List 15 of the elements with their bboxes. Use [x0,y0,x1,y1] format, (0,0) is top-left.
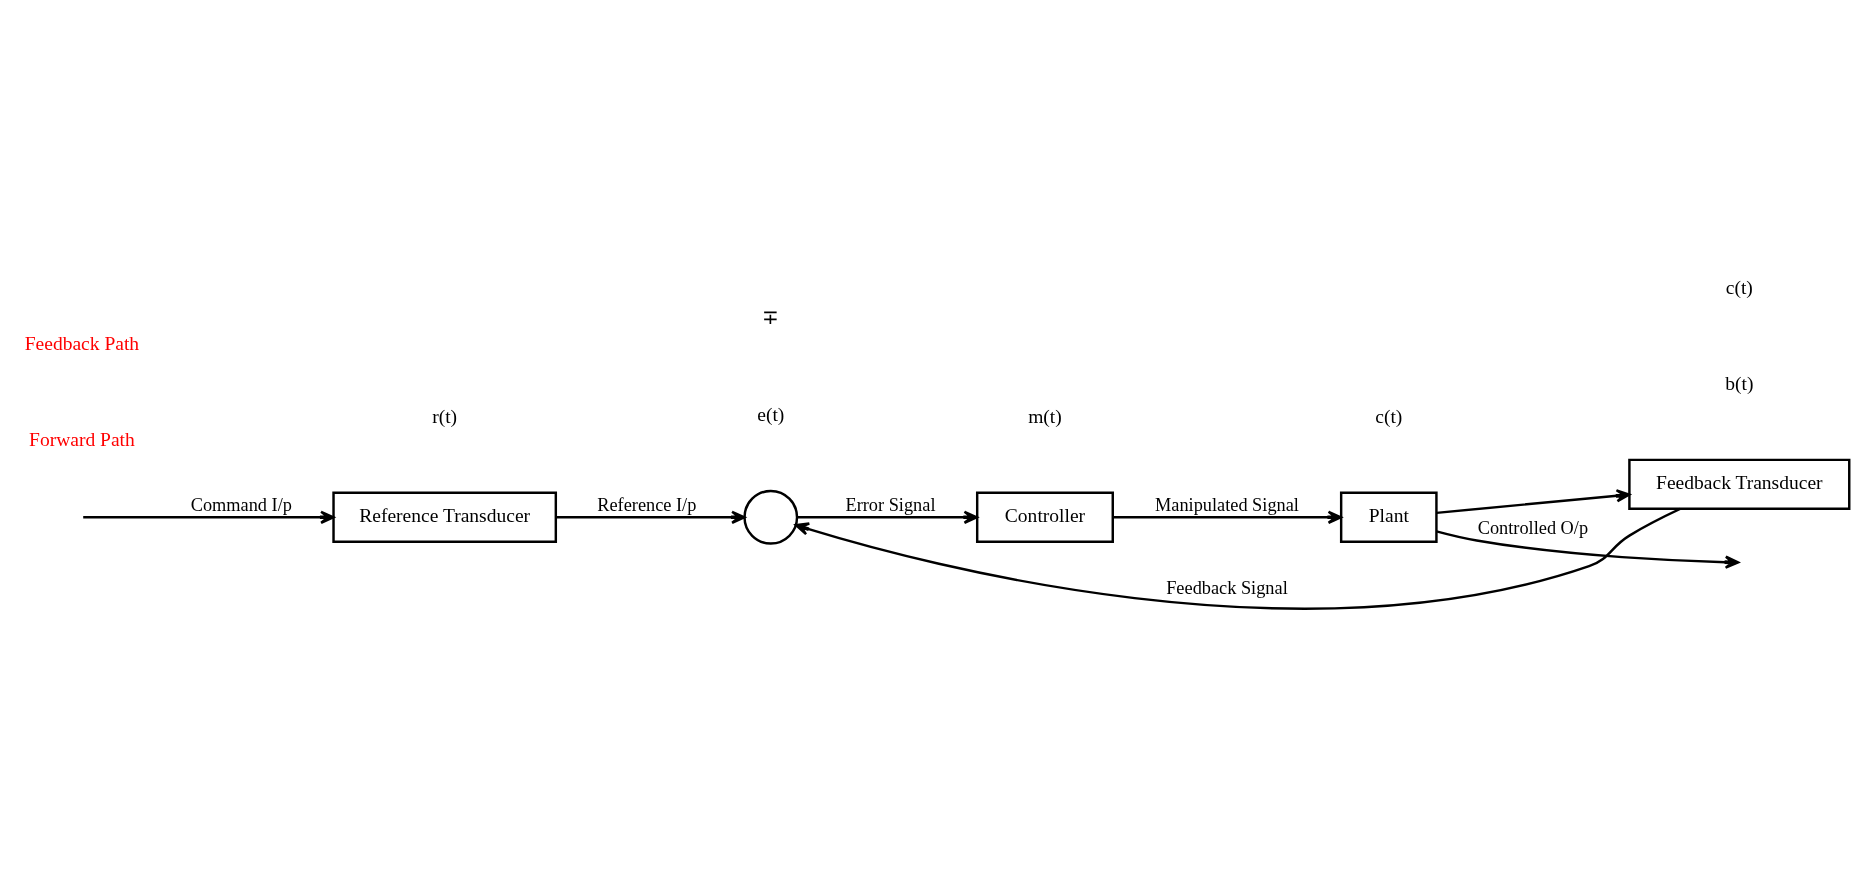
edge-label: Feedback Signal [1166,578,1288,599]
edge-label: Error Signal [845,495,936,516]
label: Feedback Path [24,332,140,354]
edge-label: Command I/p [190,495,292,516]
edge-label: Manipulated Signal [1154,495,1299,516]
label: ∓ [762,307,780,329]
edge-label: Reference I/p [597,495,697,516]
label: c(t) [1725,276,1753,298]
label: m(t) [1028,405,1062,427]
label: Forward Path [29,429,135,451]
label: r(t) [432,405,458,427]
label: e(t) [757,403,785,425]
label: b(t) [1725,373,1754,394]
edge-label: Controlled O/p [1477,518,1589,539]
label: c(t) [1375,405,1403,427]
